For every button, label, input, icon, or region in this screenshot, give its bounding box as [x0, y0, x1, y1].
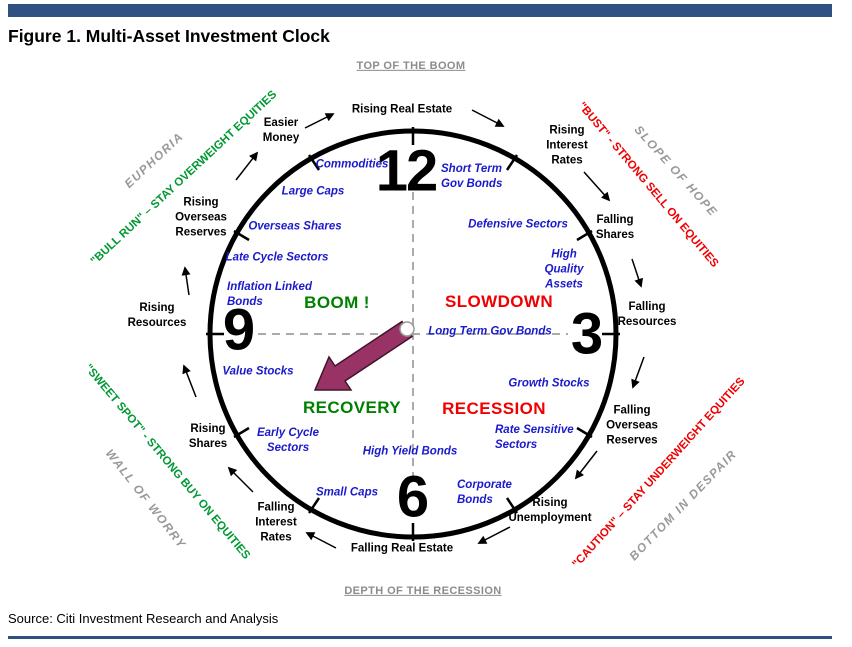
label-rate-sensitive-sectors: Rate Sensitive Sectors: [495, 424, 574, 451]
label-rising-real-estate: Rising Real Estate: [351, 103, 453, 116]
top-divider-bar: [8, 4, 832, 17]
quadrant-recession: RECESSION: [442, 398, 546, 418]
label-growth-stocks: Growth Stocks: [508, 377, 590, 390]
clock-hand-pivot: [399, 321, 415, 337]
clock-number-3: 3: [570, 301, 603, 367]
label-high-yield-bonds: High Yield Bonds: [362, 445, 458, 458]
bottom-divider-bar: [8, 636, 832, 639]
quadrant-slowdown: SLOWDOWN: [444, 291, 554, 311]
figure-title: Figure 1. Multi-Asset Investment Clock: [8, 26, 330, 46]
clock-number-9: 9: [222, 297, 255, 363]
label-falling-shares: Falling Shares: [595, 214, 635, 241]
quadrant-recovery: RECOVERY: [303, 397, 401, 417]
label-late-cycle-sectors: Late Cycle Sectors: [225, 251, 329, 264]
cycle-arrows: [181, 109, 645, 549]
label-falling-overseas-reserves: Falling Overseas Reserves: [606, 404, 658, 447]
label-rising-unemployment: Rising Unemployment: [508, 497, 592, 524]
phase-bottom-label: DEPTH OF THE RECESSION: [344, 584, 502, 597]
phase-top-label: TOP OF THE BOOM: [356, 59, 466, 72]
label-rising-interest-rates: Rising Interest Rates: [546, 124, 588, 167]
label-falling-resources: Falling Resources: [617, 301, 677, 328]
label-commodities: Commodities: [315, 158, 389, 171]
label-defensive-sectors: Defensive Sectors: [468, 218, 568, 231]
label-early-cycle-sectors: Early Cycle Sectors: [256, 427, 320, 454]
label-high-quality-assets: High Quality Assets: [544, 248, 584, 291]
label-rising-resources: Rising Resources: [127, 302, 187, 329]
label-long-term-gov-bonds: Long Term Gov Bonds: [428, 325, 552, 338]
label-easier-money: Easier Money: [262, 117, 300, 144]
label-value-stocks: Value Stocks: [222, 365, 294, 378]
quadrant-boom: BOOM !: [304, 292, 370, 312]
label-overseas-shares: Overseas Shares: [248, 220, 342, 233]
label-corporate-bonds: Corporate Bonds: [457, 479, 512, 506]
label-inflation-linked-bonds: Inflation Linked Bonds: [227, 281, 312, 308]
source-note: Source: Citi Investment Research and Ana…: [8, 611, 279, 626]
label-small-caps: Small Caps: [316, 486, 378, 499]
label-rising-overseas-reserves: Rising Overseas Reserves: [175, 196, 227, 239]
label-falling-interest-rates: Falling Interest Rates: [255, 501, 297, 544]
label-short-term-gov-bonds: Short Term Gov Bonds: [441, 163, 503, 190]
label-rising-shares: Rising Shares: [188, 423, 228, 450]
label-falling-real-estate: Falling Real Estate: [350, 542, 454, 555]
clock-number-6: 6: [396, 464, 429, 530]
clock-hand-arrow: [313, 320, 414, 391]
label-large-caps: Large Caps: [281, 185, 345, 198]
clock-number-12: 12: [375, 138, 438, 204]
hour-ticks: [206, 127, 620, 541]
